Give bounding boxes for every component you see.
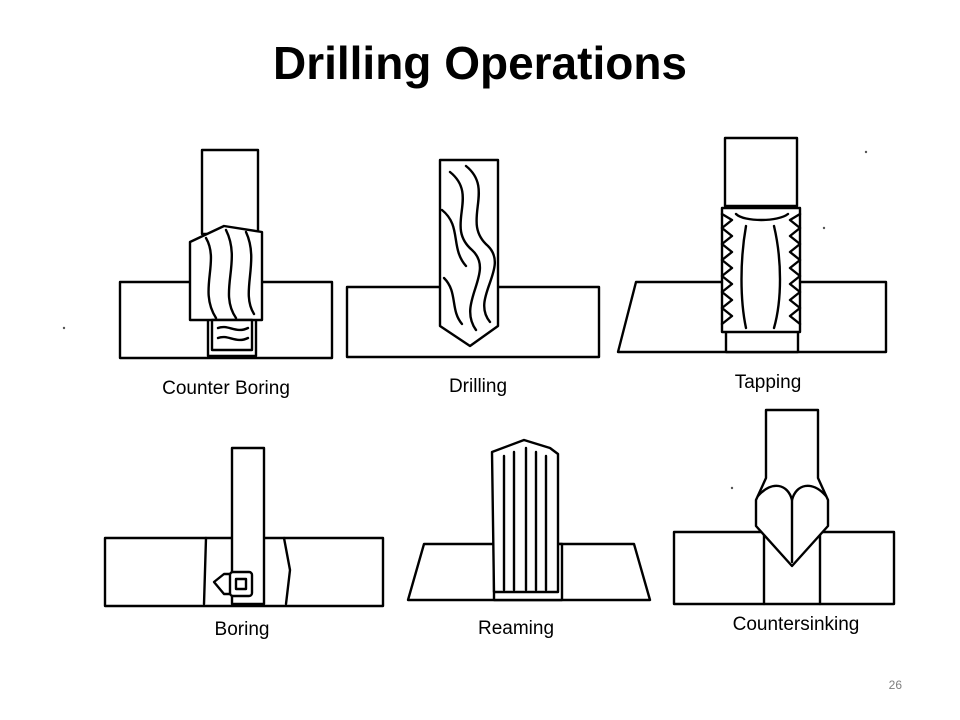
counter-boring-illustration	[118, 148, 334, 360]
scan-speck	[822, 226, 826, 230]
countersinking-illustration	[672, 408, 896, 606]
reaming-illustration	[406, 438, 652, 602]
operation-label-drilling: Drilling	[449, 376, 507, 397]
operation-label-reaming: Reaming	[478, 618, 554, 639]
drilling-illustration	[345, 158, 601, 359]
operation-label-countersinking: Countersinking	[733, 614, 860, 635]
scan-speck	[864, 150, 868, 154]
operation-label-tapping: Tapping	[735, 372, 802, 393]
tapping-illustration	[616, 136, 888, 354]
page-title: Drilling Operations	[272, 37, 688, 89]
scan-speck	[62, 326, 66, 330]
operation-label-boring: Boring	[215, 619, 270, 640]
page-number: 26	[888, 678, 902, 692]
scan-speck	[730, 486, 734, 490]
operation-label-counter-boring: Counter Boring	[162, 378, 290, 399]
boring-illustration	[103, 446, 385, 608]
